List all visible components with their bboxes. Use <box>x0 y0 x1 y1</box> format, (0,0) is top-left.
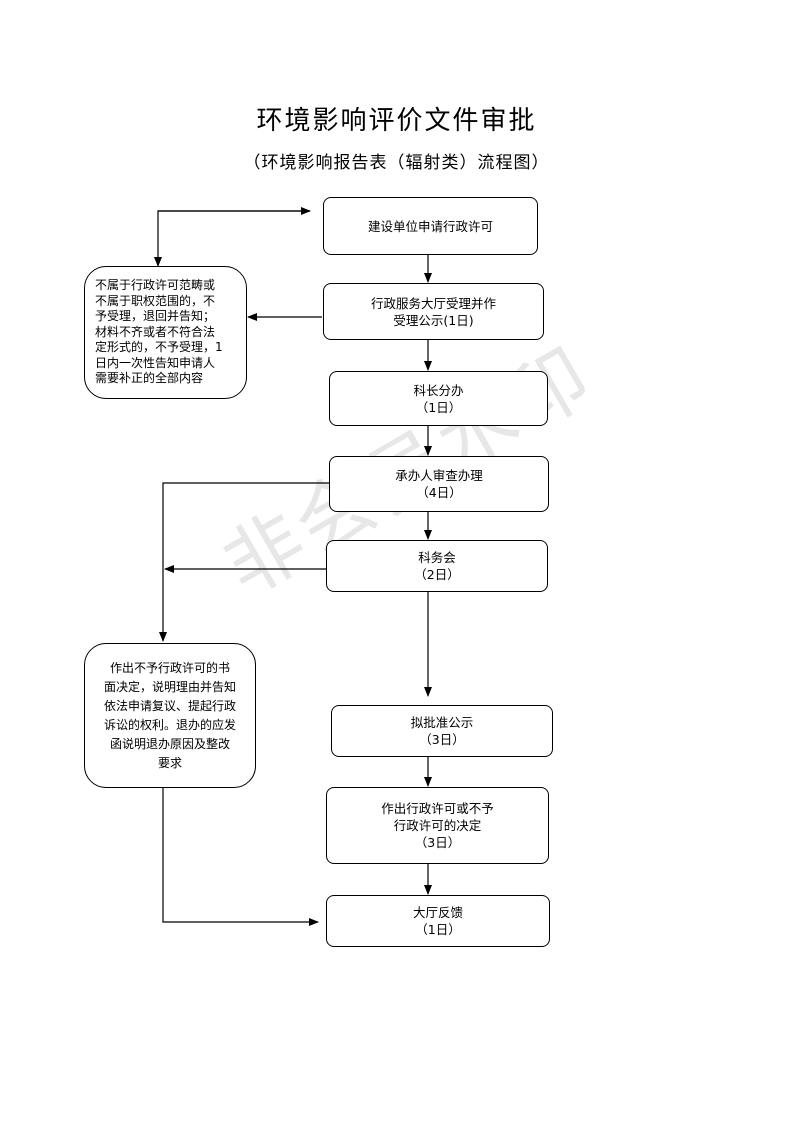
arrow-step4-deny <box>159 482 330 642</box>
deny-box: 作出不予行政许可的书 面决定，说明理由并告知 依法申请复议、提起行政 诉讼的权利… <box>84 643 256 788</box>
step-reception: 行政服务大厅受理并作 受理公示(1日) <box>323 283 544 340</box>
step-section-meeting: 科务会 （2日） <box>326 540 548 592</box>
step-apply: 建设单位申请行政许可 <box>323 197 538 255</box>
reject-box: 不属于行政许可范畴或 不属于职权范围的，不 予受理，退回并告知； 材料不齐或者不… <box>84 266 247 399</box>
step-section-chief: 科长分办 （1日） <box>329 371 548 426</box>
step-publicity: 拟批准公示 （3日） <box>331 705 553 757</box>
step-review: 承办人审查办理 （4日） <box>329 456 549 512</box>
step-decision: 作出行政许可或不予 行政许可的决定 （3日） <box>326 787 549 864</box>
arrow-deny-feedback <box>162 788 319 926</box>
page-title: 环境影响评价文件审批 <box>256 106 537 136</box>
arrow-reject-loop <box>154 210 310 267</box>
step-feedback: 大厅反馈 （1日） <box>326 895 550 947</box>
page-subtitle: （环境影响报告表（辐射类）流程图） <box>243 153 550 173</box>
